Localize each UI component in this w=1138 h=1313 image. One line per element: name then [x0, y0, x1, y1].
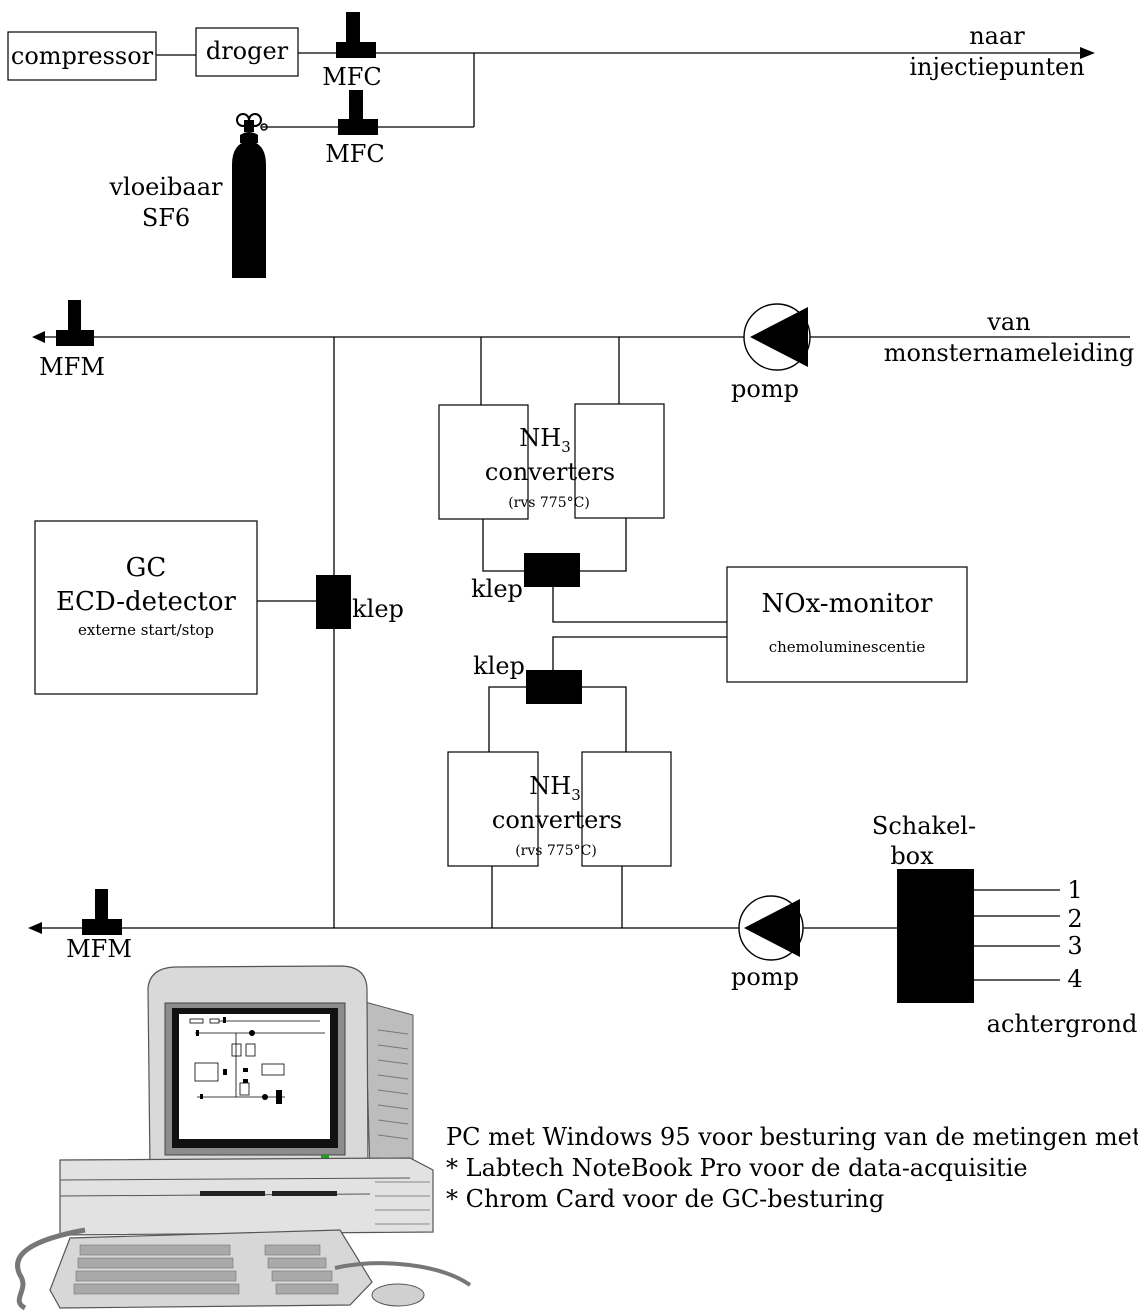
top-section: compressor droger naar injectiepunten MF…	[7, 12, 1095, 278]
switchbox-channel-1: 1	[1067, 876, 1082, 904]
lower-valve-icon	[526, 670, 582, 704]
pc-description-bullet1: * Labtech NoteBook Pro voor de data-acqu…	[446, 1154, 1028, 1182]
lower-pump-icon	[738, 895, 804, 961]
converter-top-spec: (rvs 775°C)	[508, 495, 590, 511]
mfc-2-icon	[338, 90, 378, 135]
upper-mfm-label: MFM	[39, 353, 105, 381]
switchbox-channel-3: 3	[1067, 932, 1082, 960]
compressor-box	[7, 31, 157, 81]
converter-top-name: converters	[485, 458, 615, 486]
converter-top-right-box	[574, 403, 665, 519]
gas-cylinder-icon	[232, 113, 268, 278]
converter-bottom-right-box	[581, 751, 672, 867]
gc-valve-label: klep	[352, 595, 404, 623]
nox-label-line1: NOx-monitor	[762, 589, 934, 619]
pc-computer-icon	[15, 965, 472, 1311]
cylinder-label-line2: SF6	[142, 204, 190, 232]
lower-valve-label: klep	[473, 652, 525, 680]
dryer-label: droger	[206, 37, 289, 65]
gc-label-line2: ECD-detector	[56, 587, 237, 617]
converter-top-left-box	[438, 404, 529, 520]
compressor-label: compressor	[11, 42, 154, 70]
lower-arrowhead	[28, 922, 42, 934]
switchbox-background-label: achtergrond	[987, 1010, 1138, 1038]
upper-valve-label: klep	[471, 575, 523, 603]
switch-box: Schakel- box 1 2 3 4 achtergrond	[872, 812, 1137, 1038]
lower-pump-label: pomp	[731, 963, 799, 991]
converter-bottom-spec: (rvs 775°C)	[515, 843, 597, 859]
switchbox-body	[897, 869, 974, 1003]
nox-box	[726, 566, 968, 683]
dryer-box	[195, 27, 299, 77]
converter-top-title: NH3	[519, 424, 570, 456]
lower-sampling-line: MFM pomp	[28, 889, 897, 991]
converter-bottom-title: NH3	[529, 772, 580, 804]
switchbox-label-line2: box	[890, 842, 934, 870]
nox-label-line2: chemoluminescentie	[769, 638, 926, 656]
switchbox-channel-4: 4	[1067, 965, 1082, 993]
outlet-arrowhead	[1080, 47, 1095, 59]
gc-box	[34, 520, 258, 695]
gc-valve-icon	[316, 575, 351, 629]
lower-mfm-label: MFM	[66, 935, 132, 963]
gc-label-line3: externe start/stop	[78, 621, 214, 639]
upper-mfm-icon	[56, 300, 94, 346]
converter-top: NH3 converters (rvs 775°C) klep	[438, 337, 727, 623]
mfc-2-label: MFC	[325, 140, 385, 168]
inlet-label-line1: van	[986, 308, 1030, 336]
converter-bottom: klep NH3 converters (rvs 775°C)	[447, 652, 672, 928]
mfc-1-label: MFC	[322, 63, 382, 91]
lower-mfm-icon	[82, 889, 122, 935]
pc-description-bullet2: * Chrom Card voor de GC-besturing	[446, 1185, 884, 1213]
cylinder-label-line1: vloeibaar	[108, 173, 223, 201]
mfc-1-icon	[336, 12, 376, 58]
converter-bottom-name: converters	[492, 806, 622, 834]
switchbox-channel-2: 2	[1067, 905, 1082, 933]
converter-bottom-left-box	[447, 751, 539, 867]
upper-valve-icon	[524, 553, 580, 587]
gc-unit: GC ECD-detector externe start/stop klep	[34, 520, 404, 695]
nox-monitor: NOx-monitor chemoluminescentie	[552, 566, 968, 683]
gc-label-line1: GC	[126, 553, 167, 583]
upper-arrowhead	[32, 331, 45, 343]
upper-pump-label: pomp	[731, 375, 799, 403]
inlet-label-line2: monsternameleiding	[884, 339, 1134, 367]
pc-description-line1: PC met Windows 95 voor besturing van de …	[446, 1123, 1138, 1151]
outlet-label-line2: injectiepunten	[909, 53, 1084, 81]
upper-pump-icon	[743, 303, 811, 371]
upper-sampling-line: MFM pomp van monsternameleiding	[32, 300, 1134, 403]
outlet-label-line1: naar	[969, 22, 1025, 50]
switchbox-label-line1: Schakel-	[872, 812, 976, 840]
